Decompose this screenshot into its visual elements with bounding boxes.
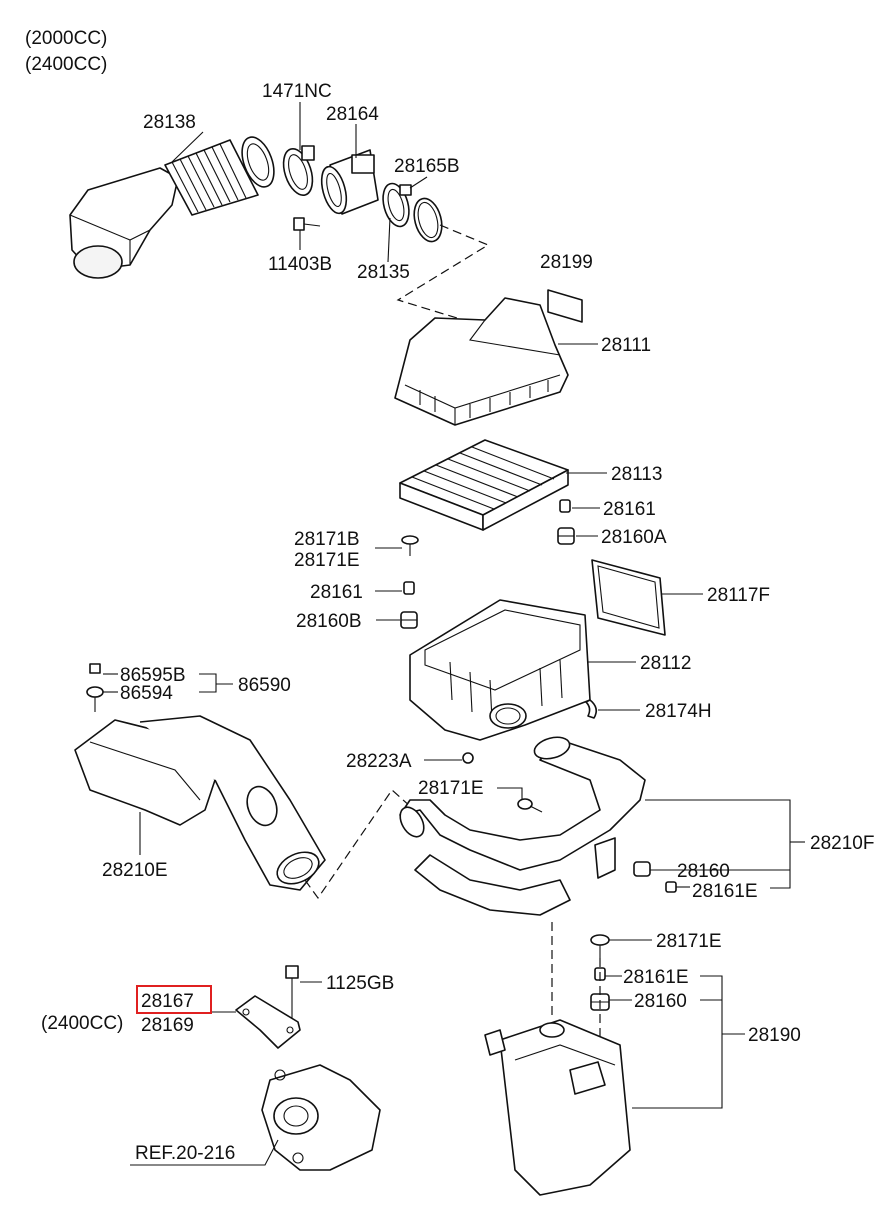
cleaner-body-28112: [409, 599, 591, 741]
label-28138[interactable]: 28138: [143, 112, 196, 133]
label-28171E-low[interactable]: 28171E: [656, 931, 722, 952]
grommet-28160-mid: [633, 861, 651, 877]
label-28111[interactable]: 28111: [601, 335, 651, 356]
label-11403B[interactable]: 11403B: [268, 254, 332, 275]
airflow-sensor-28164: [320, 149, 379, 215]
bolt-1125GB: [285, 965, 299, 1020]
leader-lines: [103, 102, 805, 1166]
label-28223A[interactable]: 28223A: [346, 751, 412, 772]
label-28190[interactable]: 28190: [748, 1025, 801, 1046]
label-28165B[interactable]: 28165B: [394, 156, 460, 177]
label-86590[interactable]: 86590: [238, 675, 291, 696]
dashed-link-mid: [304, 789, 413, 900]
variant-2000cc: (2000CC): [25, 28, 107, 49]
label-1125GB[interactable]: 1125GB: [326, 973, 394, 994]
clamp-1471NC: [282, 145, 315, 196]
bolt-28171B: [401, 535, 419, 556]
gasket-28165B: [413, 197, 443, 243]
clip-28174H: [585, 699, 598, 719]
label-28171E-mid[interactable]: 28171E: [418, 778, 484, 799]
grommet-28161E-mid: [665, 881, 677, 893]
label-28112[interactable]: 28112: [640, 653, 691, 674]
cleaner-cover-28111: [394, 297, 569, 426]
label-plate-28199: [547, 289, 583, 323]
grommet-28160A: [557, 527, 575, 545]
label-28161-mid[interactable]: 28161: [310, 582, 363, 603]
engine-mount-ref: [261, 1064, 381, 1171]
clamp-28135: [382, 182, 412, 228]
filter-element-28113: [399, 439, 569, 531]
resonator-28190: [484, 1019, 631, 1196]
label-28160B[interactable]: 28160B: [296, 611, 362, 632]
label-28160A[interactable]: 28160A: [601, 527, 667, 548]
lower-duct-28210E: [74, 715, 326, 891]
label-28160-mid[interactable]: 28160: [677, 861, 730, 882]
label-28135[interactable]: 28135: [357, 262, 410, 283]
label-86595B[interactable]: 86595B: [120, 665, 186, 686]
label-28174H[interactable]: 28174H: [645, 701, 712, 722]
highlight-box-28167: [136, 985, 212, 1014]
variant-notes: (2000CC) (2400CC): [25, 28, 107, 75]
label-28171B[interactable]: 28171B: [294, 529, 360, 550]
label-1471NC[interactable]: 1471NC: [262, 81, 332, 102]
label-28113[interactable]: 28113: [611, 464, 662, 485]
label-28161E-low[interactable]: 28161E: [623, 967, 689, 988]
bolt-28171E-mid: [517, 798, 543, 813]
label-28210E[interactable]: 28210E: [102, 860, 168, 881]
seal-frame-28117F: [591, 559, 666, 636]
screw-86595B: [89, 663, 101, 674]
grommet-28161-mid: [403, 581, 415, 595]
label-ref-20-216[interactable]: REF.20-216: [135, 1143, 235, 1164]
label-28171E-top[interactable]: 28171E: [294, 550, 360, 571]
variant-2400cc: (2400CC): [25, 54, 107, 75]
nut-28223A: [462, 752, 474, 764]
part-labels: 1471NC 28138 28164 28165B 11403B 28135 2…: [41, 81, 874, 1164]
label-28117F[interactable]: 28117F: [707, 585, 770, 606]
label-28199[interactable]: 28199: [540, 252, 593, 273]
bolt-28171E-low: [590, 934, 610, 958]
bolt-11403B: [293, 217, 321, 231]
dashed-link-top: [396, 224, 490, 323]
washer-86594: [86, 686, 104, 712]
label-2400cc-note: (2400CC): [41, 1013, 123, 1034]
label-28161-top[interactable]: 28161: [603, 499, 656, 520]
label-28161E-mid[interactable]: 28161E: [692, 881, 758, 902]
label-28210F[interactable]: 28210F: [810, 833, 874, 854]
label-86594[interactable]: 86594: [120, 683, 173, 704]
label-28160-low[interactable]: 28160: [634, 991, 687, 1012]
label-28167[interactable]: 28167: [141, 991, 194, 1012]
label-28169[interactable]: 28169: [141, 1015, 194, 1036]
label-28164[interactable]: 28164: [326, 104, 379, 125]
grommet-28161-top: [559, 499, 571, 513]
bracket-28167: [235, 995, 301, 1049]
intake-duct-28138: [69, 136, 275, 279]
grommet-28160B: [400, 611, 418, 629]
air-hose-28210F: [399, 736, 646, 916]
